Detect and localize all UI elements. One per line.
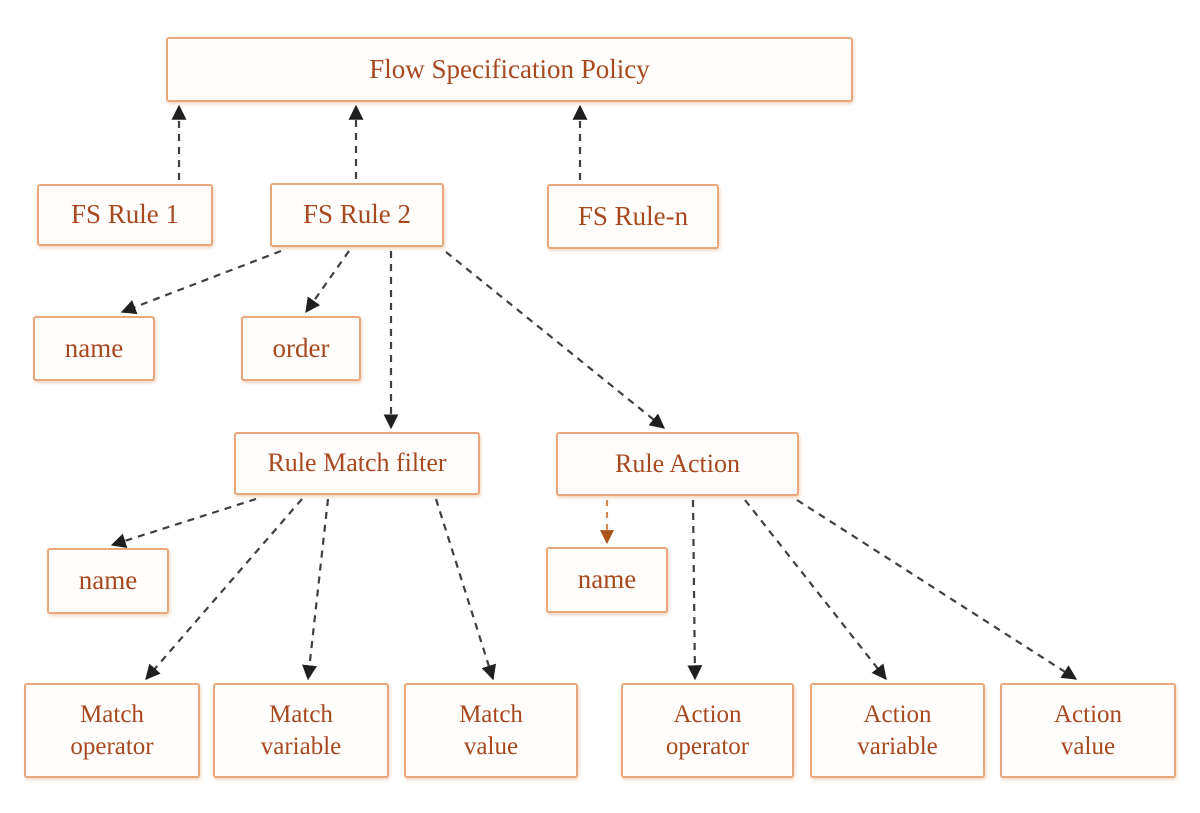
arrow-rule-action-to-action-value <box>796 499 1078 680</box>
node-rule-name: name <box>33 316 155 381</box>
arrow-fs-rule-2-to-rule-action <box>445 251 665 429</box>
node-match-value: Match value <box>404 683 578 778</box>
node-rule-order: order <box>241 316 361 381</box>
node-action-operator: Action operator <box>621 683 794 778</box>
arrow-rule-match-filter-to-match-variable <box>302 498 330 681</box>
node-action-name: name <box>546 547 668 613</box>
node-action-value: Action value <box>1000 683 1176 778</box>
node-rule-match-filter: Rule Match filter <box>234 432 480 495</box>
node-rule-action: Rule Action <box>556 432 799 496</box>
node-policy: Flow Specification Policy <box>166 37 853 102</box>
arrow-rule-match-filter-to-match-name <box>110 497 257 548</box>
arrow-rule-action-to-action-variable <box>744 499 887 680</box>
node-match-variable: Match variable <box>213 683 389 778</box>
arrow-rule-match-filter-to-match-operator <box>145 498 303 680</box>
node-match-name: name <box>47 548 169 614</box>
arrow-fs-rule-2-to-rule-name <box>120 249 282 315</box>
node-action-variable: Action variable <box>810 683 985 778</box>
dashed-arrow-connectors <box>110 104 1078 681</box>
node-fs-rule-2: FS Rule 2 <box>270 183 444 247</box>
arrow-rule-match-filter-to-match-value <box>434 498 496 681</box>
arrow-fs-rule-2-to-rule-order <box>305 250 350 314</box>
node-fs-rule-n: FS Rule-n <box>547 184 719 249</box>
node-match-operator: Match operator <box>24 683 200 778</box>
arrow-rule-action-to-action-operator <box>687 499 703 681</box>
node-fs-rule-1: FS Rule 1 <box>37 184 213 246</box>
